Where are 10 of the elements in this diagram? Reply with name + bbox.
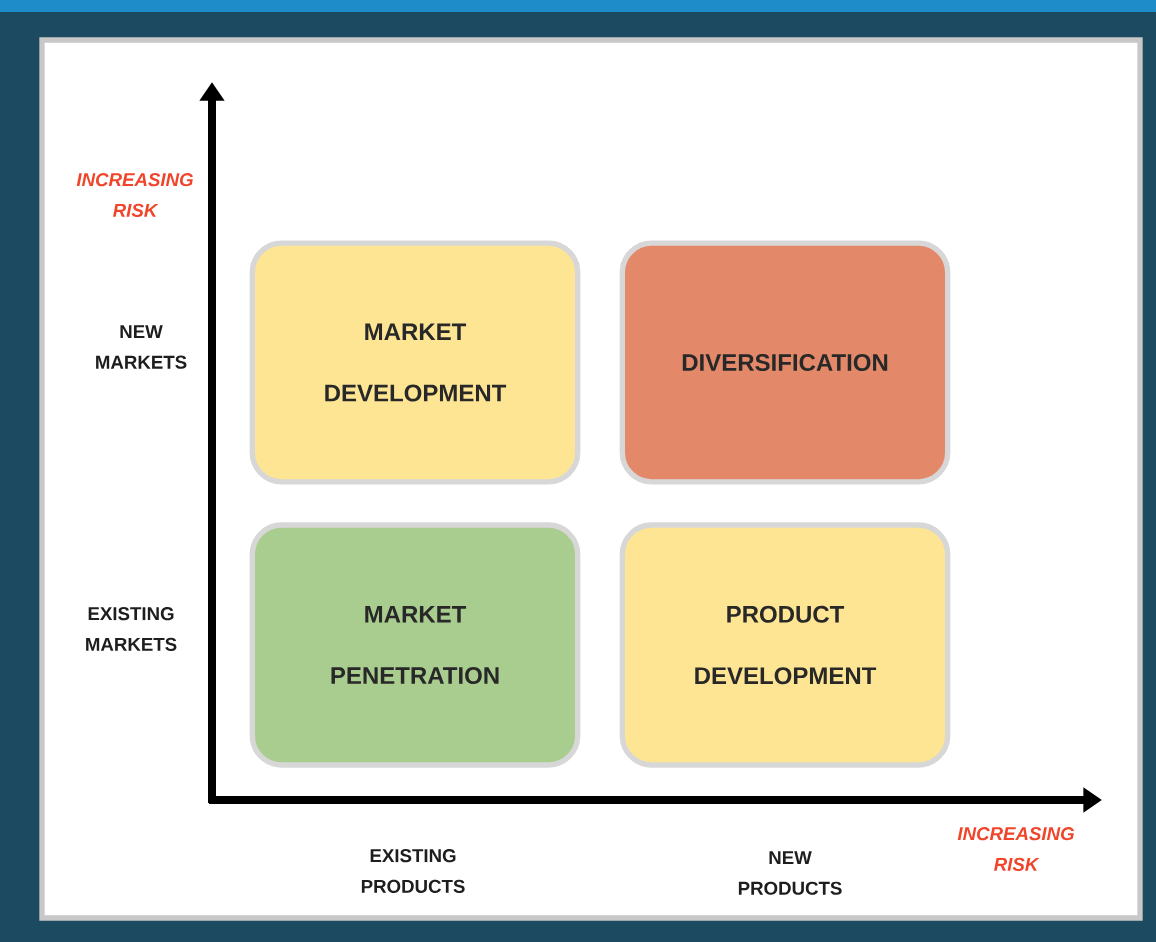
quadrant-box: DIVERSIFICATION: [619, 240, 951, 485]
quadrant-box: MARKET PENETRATION: [249, 522, 581, 768]
axis-label: NEW PRODUCTS: [738, 851, 842, 895]
risk-label: INCREASING RISK: [76, 173, 193, 217]
axis-label: NEW MARKETS: [96, 325, 187, 369]
risk-label: INCREASING RISK: [957, 827, 1075, 871]
axis-label: EXISTING MARKETS: [86, 607, 177, 651]
axis-label: EXISTING PRODUCTS: [361, 849, 465, 893]
quadrant-box: PRODUCT DEVELOPMENT: [619, 522, 951, 768]
quadrant-box: MARKET DEVELOPMENT: [249, 240, 581, 485]
